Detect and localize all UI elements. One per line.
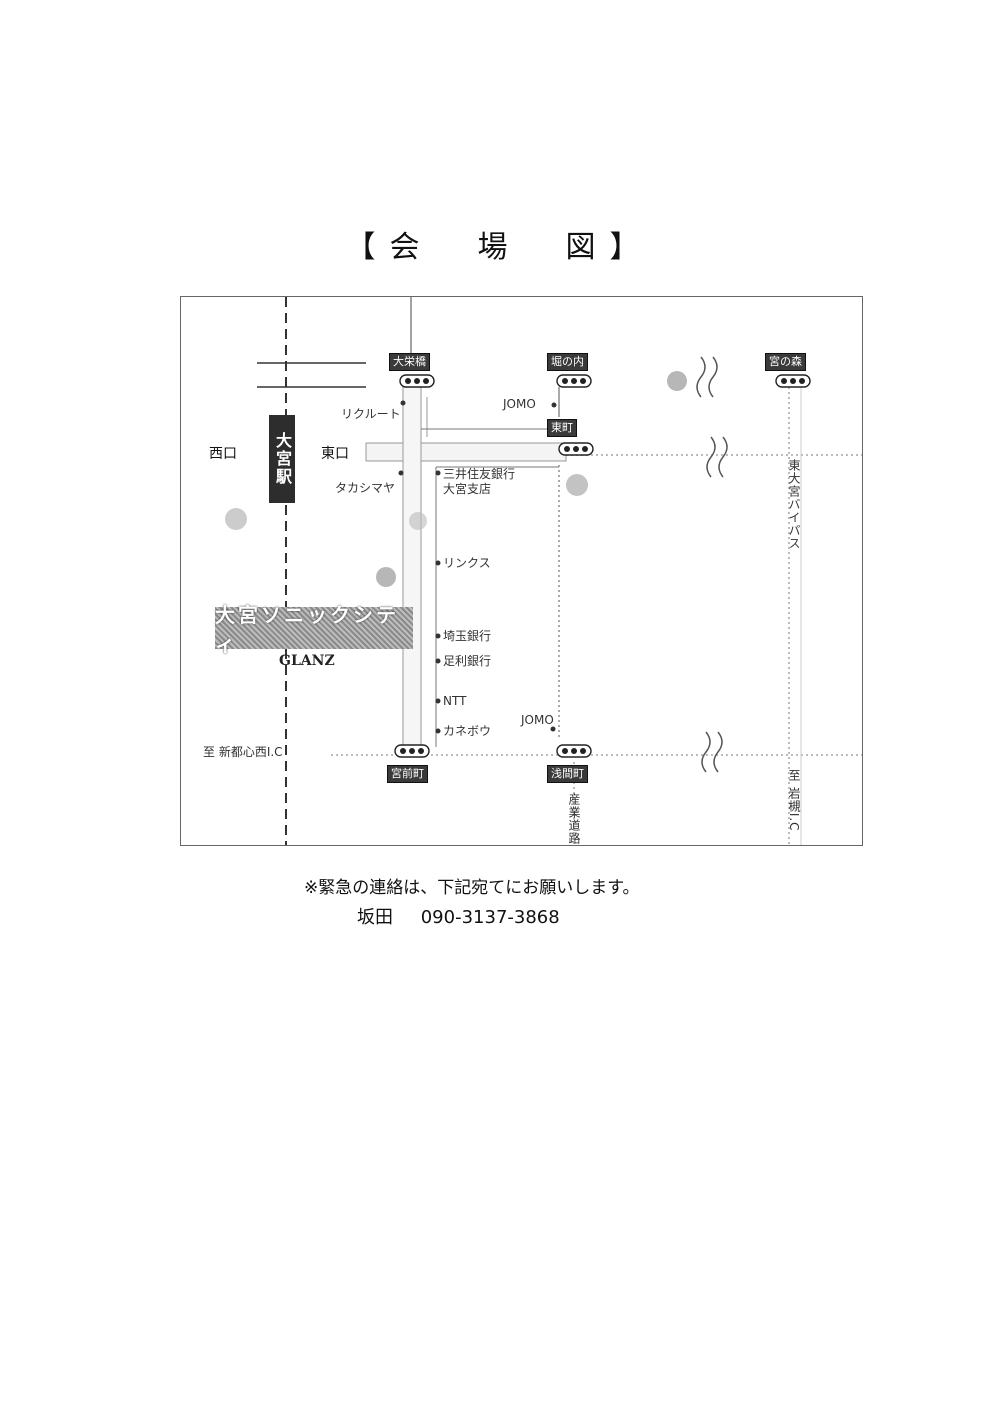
- signal-light-top-left: [399, 374, 435, 388]
- emergency-note: ※緊急の連絡は、下記宛てにお願いします。: [304, 878, 640, 898]
- signal-label-bottom-left: 宮前町: [387, 765, 428, 783]
- landmark-links: リンクス: [443, 556, 491, 570]
- landmark-jomo-south: JOMO: [521, 713, 554, 727]
- dot-ntt: [435, 698, 441, 704]
- route-shinto-label: 至 新都心西I.C: [203, 745, 283, 759]
- landmark-recruit: リクルート: [341, 407, 401, 421]
- landmark-ashikaga-bank: 足利銀行: [443, 654, 492, 668]
- signal-label-top-right: 宮の森: [765, 353, 806, 371]
- venue-map: 大宮駅 西口 東口 大栄橋 堀の内 宮の森 東町 宮前町 浅間町 リクルート J…: [180, 296, 863, 846]
- river-mark-5: [701, 731, 711, 773]
- east-exit-label: 東口: [321, 446, 349, 462]
- river-mark-4: [718, 436, 728, 478]
- signal-light-bottom-left: [394, 744, 430, 758]
- west-exit-label: 西口: [209, 446, 237, 462]
- landmark-saitama-bank: 埼玉銀行: [443, 629, 492, 643]
- signal-label-top-middle: 堀の内: [547, 353, 588, 371]
- dot-jomo-south: [550, 726, 556, 732]
- dot-mitsui: [435, 470, 441, 476]
- map-roads: [225, 297, 862, 845]
- dot-kanebo: [435, 728, 441, 734]
- dot-recruit: [400, 400, 406, 406]
- river-mark-1: [696, 356, 706, 398]
- signal-label-east: 東町: [547, 419, 577, 437]
- dot-links: [435, 560, 441, 566]
- contact-line: 坂田 090-3137-3868: [357, 903, 582, 929]
- venue-banner: 大宮ソニックシティ: [215, 603, 413, 656]
- signal-light-top-middle: [556, 374, 592, 388]
- dot-jomo-north: [551, 402, 557, 408]
- route-iwatsuki-label: 至 岩槻I.C: [787, 769, 801, 832]
- contact-name: 坂田: [357, 907, 393, 928]
- dot-takashimaya: [398, 470, 404, 476]
- park-mark-2: [566, 474, 588, 496]
- landmark-mitsui-branch: 大宮支店: [443, 482, 492, 496]
- landmark-ntt: NTT: [443, 694, 467, 708]
- park-mark-3: [376, 567, 396, 587]
- route-south-label: 産業道路: [567, 793, 581, 845]
- dot-ashikaga-bank: [435, 658, 441, 664]
- river-mark-3: [706, 436, 716, 478]
- river-mark-6: [713, 731, 723, 773]
- signal-light-east: [558, 442, 594, 456]
- signal-light-top-right: [775, 374, 811, 388]
- bypass-label: 東大宮バイパス: [787, 459, 801, 550]
- river-mark-2: [708, 356, 718, 398]
- landmark-jomo-north: JOMO: [503, 397, 536, 411]
- road-main-street: [402, 386, 422, 748]
- park-mark-1: [667, 371, 687, 391]
- signal-label-top-left: 大栄橋: [389, 353, 430, 371]
- landmark-takashimaya: タカシマヤ: [335, 481, 396, 495]
- landmark-kanebo: カネボウ: [443, 724, 492, 738]
- signal-light-bottom-middle: [556, 744, 592, 758]
- park-mark-5: [409, 512, 427, 530]
- dot-saitama-bank: [435, 633, 441, 639]
- page-title: 【会 場 図】: [345, 230, 654, 265]
- road-east-exit: [365, 442, 567, 462]
- signal-label-bottom-middle: 浅間町: [547, 765, 588, 783]
- contact-phone: 090-3137-3868: [420, 907, 560, 928]
- venue-subtitle: GLANZ: [279, 653, 335, 669]
- landmark-mitsui-bank: 三井住友銀行: [443, 467, 516, 481]
- park-mark-4: [225, 508, 247, 530]
- station-label: 大宮駅: [269, 415, 295, 503]
